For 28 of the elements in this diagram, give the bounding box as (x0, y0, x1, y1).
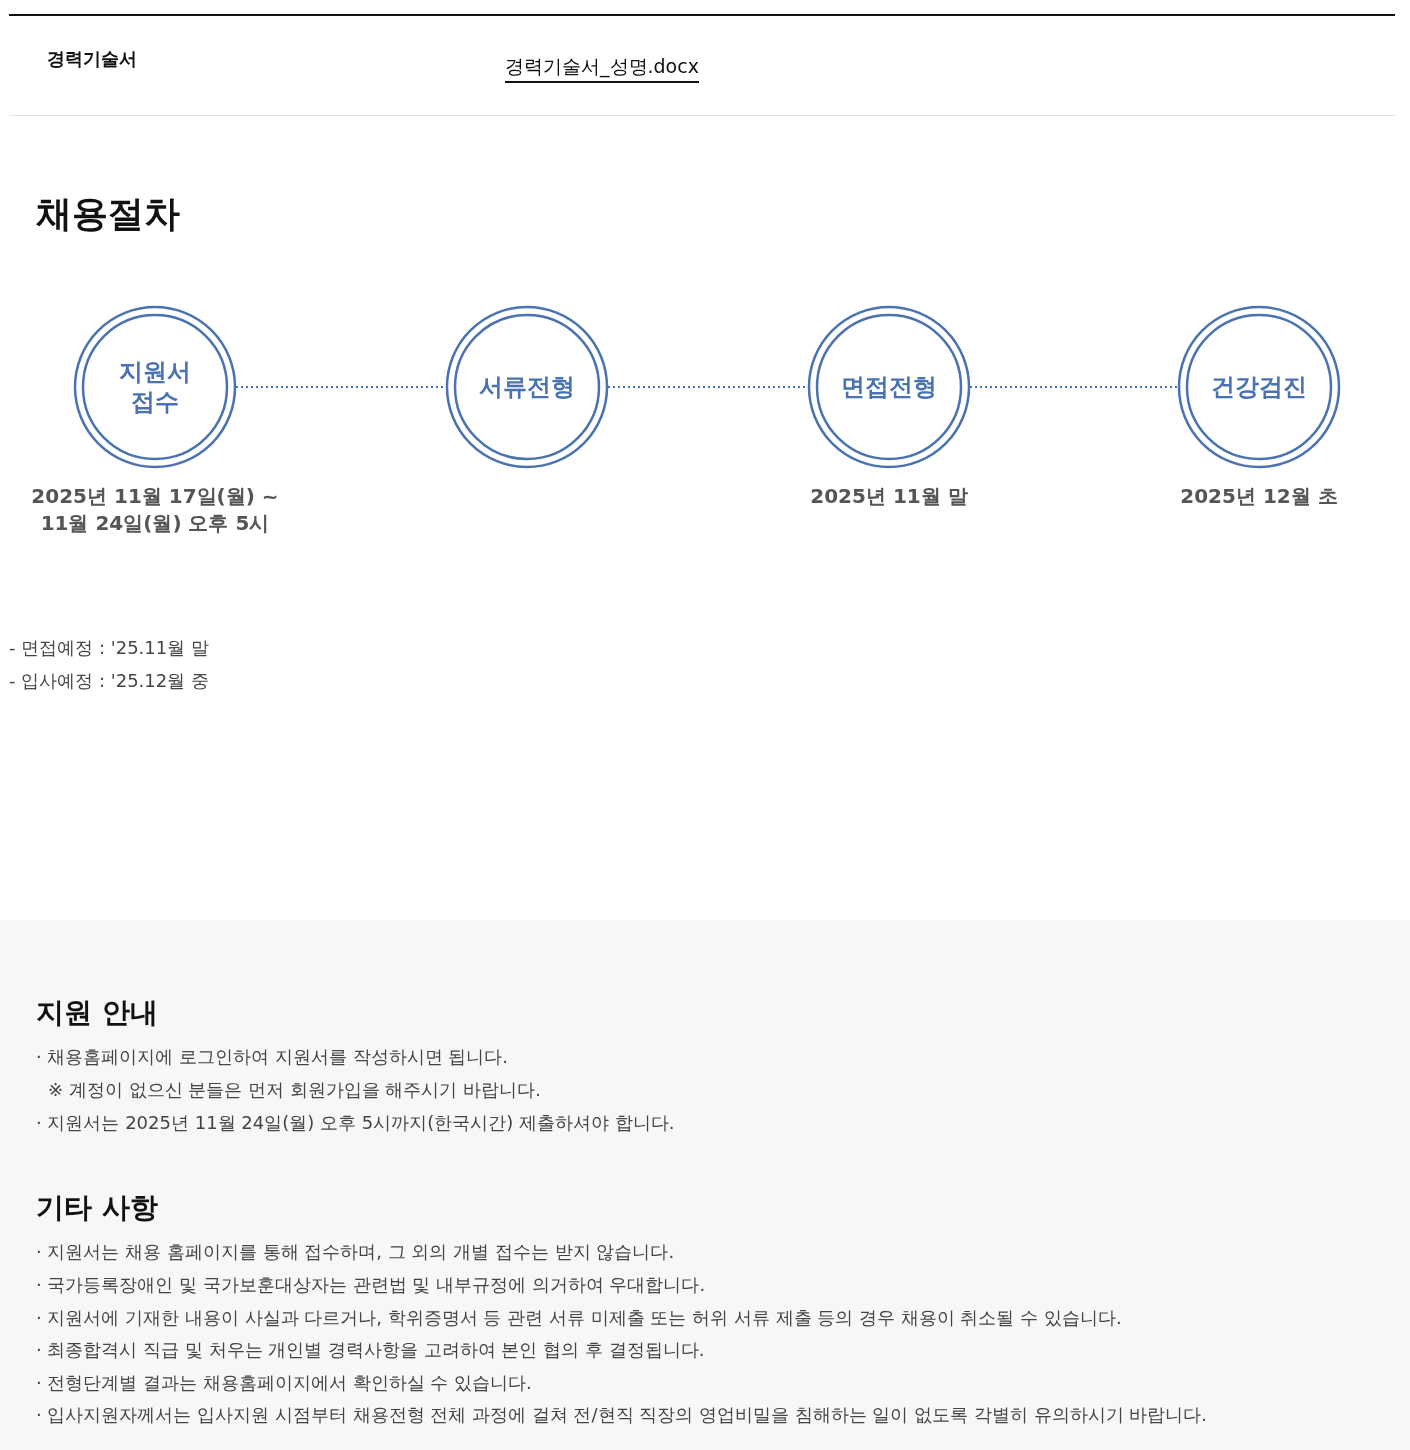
bullet-text: · 지원서에 기재한 내용이 사실과 다르거나, 학위증명서 등 관련 서류 미제출 또는 허위 서류 제출 등의 경우 채용이 취소될 수 있습니다. (36, 1306, 1122, 1330)
step-name: 면접전형 (841, 372, 937, 402)
step-date: 2025년 11월 17일(월) ~ 11월 24일(월) 오후 5시 (30, 483, 280, 537)
step-circle (73, 305, 237, 469)
note-text: ※ 계정이 없으신 분들은 먼저 회원가입을 해주시기 바랍니다. (48, 1078, 541, 1102)
bullet-text: · 입사지원자께서는 입사지원 시점부터 채용전형 전체 과정에 걸쳐 전/현직 직장의 영업비밀을 침해하는 일이 없도록 각별히 유의하시기 바랍니다. (36, 1403, 1208, 1427)
schedule-note: - 면접예정 : '25.11월 말 (9, 636, 209, 660)
section-heading: 기타 사항 (36, 1190, 158, 1226)
step-name: 서류전형 (479, 372, 575, 402)
bullet-text: · 지원서는 채용 홈페이지를 통해 접수하며, 그 외의 개별 접수는 받지 않습니다. (36, 1240, 675, 1264)
section-title: 채용절차 (36, 192, 180, 236)
section-heading: 지원 안내 (36, 995, 158, 1031)
step-circle (807, 305, 971, 469)
step-name: 건강검진 (1211, 372, 1307, 402)
step-date: 2025년 12월 초 (1179, 483, 1339, 510)
step-name: 지원서 접수 (118, 357, 192, 417)
bullet-text: · 전형단계별 결과는 채용홈페이지에서 확인하실 수 있습니다. (36, 1371, 532, 1395)
bullet-text: · 지원서는 2025년 11월 24일(월) 오후 5시까지(한국시간) 제출하셔야 합니다. (36, 1111, 675, 1135)
step-circle (1177, 305, 1341, 469)
dotted-connector (969, 386, 1179, 388)
bullet-text: · 최종합격시 직급 및 처우는 개인별 경력사항을 고려하여 본인 협의 후 결정됩니다. (36, 1338, 705, 1362)
schedule-note: - 입사예정 : '25.12월 중 (9, 669, 209, 693)
step-date: 2025년 11월 말 (809, 483, 969, 510)
file-link: 경력기술서_성명.docx (505, 54, 699, 83)
bullet-text: · 채용홈페이지에 로그인하여 지원서를 작성하시면 됩니다. (36, 1045, 509, 1069)
field-label: 경력기술서 (47, 47, 137, 71)
bullet-text: · 국가등록장애인 및 국가보훈대상자는 관련법 및 내부규정에 의거하여 우대합니다. (36, 1273, 706, 1297)
step-circle (445, 305, 609, 469)
